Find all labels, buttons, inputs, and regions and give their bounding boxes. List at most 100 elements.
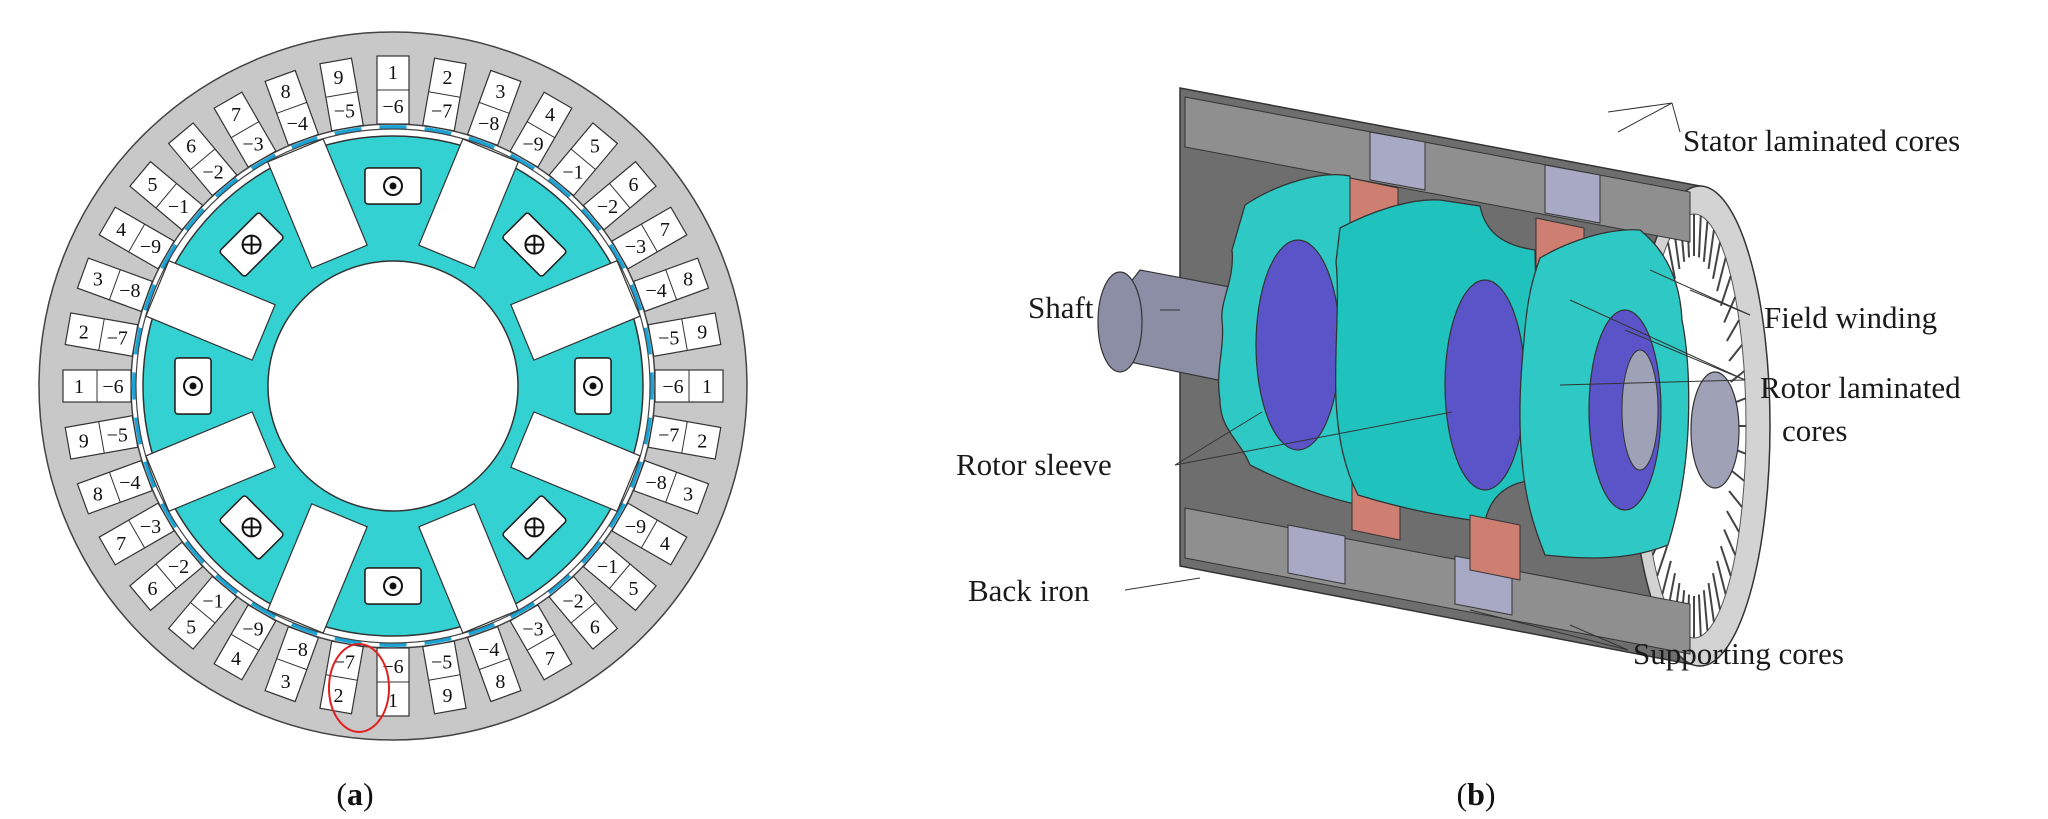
slot-inner-label: −7 (107, 327, 128, 349)
stator-slot (76, 257, 154, 313)
stator-slot (548, 575, 619, 650)
stator-slot (466, 625, 522, 703)
winding-arc (160, 243, 178, 270)
winding-arc (250, 153, 277, 171)
slot-outer-label: 4 (660, 533, 670, 555)
label-stator-laminated-cores: Stator laminated cores (1683, 123, 1960, 158)
slot-inner-label: −4 (287, 113, 308, 135)
slot-outer-label: 4 (116, 219, 126, 241)
slot-outer-label: 3 (683, 483, 693, 505)
winding-arc (424, 636, 452, 646)
winding-arc (214, 177, 239, 199)
winding-arc (334, 636, 362, 646)
rotor-slot (219, 138, 422, 277)
slot-inner-label: −5 (431, 652, 452, 674)
shaft-through-right (1621, 349, 1659, 471)
stator-slot (98, 502, 175, 566)
stator-slot (654, 369, 724, 403)
slot-inner-label: −8 (119, 280, 140, 302)
slot-outer-label: 5 (629, 578, 639, 600)
slot-outer-label: 8 (683, 269, 693, 291)
slot-inner-label: −1 (202, 590, 223, 612)
slot-inner-label: −1 (168, 196, 189, 218)
slot-inner-label: −2 (168, 556, 189, 578)
slot-outer-label: 9 (333, 67, 343, 89)
winding-arc (184, 207, 206, 232)
slot-outer-label: 6 (629, 174, 639, 196)
panel-b-3d-view: Stator laminated cores Shaft Field windi… (956, 87, 1961, 671)
winding-arc (608, 502, 626, 529)
field-winding-bottom-right (1469, 514, 1521, 581)
stator-slot (167, 575, 238, 650)
stator-slot (647, 312, 722, 357)
slot-inner-label: −8 (287, 639, 308, 661)
label-rotor-laminated-line1: Rotor laminated (1760, 370, 1961, 405)
slot-outer-label: 4 (545, 104, 555, 126)
slot-inner-label: −5 (658, 327, 679, 349)
label-field-winding: Field winding (1764, 300, 1937, 335)
slot-inner-label: −5 (334, 100, 355, 122)
slot-inner-label: −3 (140, 516, 161, 538)
slot-outer-label: 8 (495, 671, 505, 693)
winding-arc (424, 126, 452, 136)
slot-inner-label: −8 (645, 472, 666, 494)
shaft-right-end (1690, 371, 1740, 489)
stator-slot (167, 122, 238, 197)
stator-slot (98, 206, 175, 270)
slot-outer-label: 3 (281, 671, 291, 693)
supporting-core-bottom-1 (1287, 524, 1346, 585)
winding-arc (547, 573, 572, 595)
stator-slot (647, 415, 722, 460)
winding-arc (143, 461, 157, 488)
highlight-ellipse (328, 643, 390, 733)
slot-inner-label: −1 (597, 556, 618, 578)
rotor-sleeve-right (1444, 279, 1526, 491)
stator-slot (264, 69, 320, 147)
winding-arc (509, 601, 536, 619)
slot-outer-label: 1 (388, 62, 398, 84)
label-rotor-laminated-line2: cores (1782, 413, 1847, 448)
slot-inner-label: −7 (431, 100, 452, 122)
supporting-core-top-1 (1369, 131, 1426, 191)
stator-slot (632, 257, 710, 313)
slot-inner-label: −6 (102, 376, 123, 398)
winding-arc (160, 502, 178, 529)
slot-outer-label: 7 (545, 648, 555, 670)
winding-arc (133, 327, 143, 355)
slot-outer-label: 5 (590, 135, 600, 157)
slot-inner-label: −6 (662, 376, 683, 398)
caption-a: (a) (336, 776, 373, 812)
stator-slot (509, 91, 573, 168)
stator-slot (62, 369, 132, 403)
slot-inner-label: −8 (478, 113, 499, 135)
stator-slot (422, 57, 467, 132)
panel-a-cross-section: −61−72−83−94−15−26−37−48−59−61−72−83−94−… (38, 31, 748, 741)
slot-inner-label: −1 (562, 162, 583, 184)
winding-arc (629, 284, 643, 311)
winding-arc (468, 136, 495, 150)
winding-arc (629, 461, 643, 488)
slot-outer-label: 7 (660, 219, 670, 241)
slot-outer-label: 1 (74, 376, 84, 398)
winding-arc (291, 136, 318, 150)
stator-slot (64, 415, 139, 460)
stator-slot (632, 459, 710, 515)
stator-slot (582, 541, 657, 612)
slot-inner-label: −3 (242, 134, 263, 156)
slot-outer-label: 4 (231, 648, 241, 670)
rotor-slots (145, 138, 641, 634)
stator-slot (611, 502, 688, 566)
slot-outer-label: 2 (443, 67, 453, 89)
winding-arc (608, 243, 626, 270)
stator-slot (76, 459, 154, 515)
stator-slot (129, 160, 204, 231)
slot-outer-label: 9 (443, 685, 453, 707)
slot-inner-label: −6 (382, 96, 403, 118)
stator-slot (466, 69, 522, 147)
stator-slot (264, 625, 320, 703)
stator-slot (376, 55, 410, 125)
stator-slot (611, 206, 688, 270)
stator-slot (509, 604, 573, 681)
supporting-core-top-2 (1544, 164, 1601, 224)
